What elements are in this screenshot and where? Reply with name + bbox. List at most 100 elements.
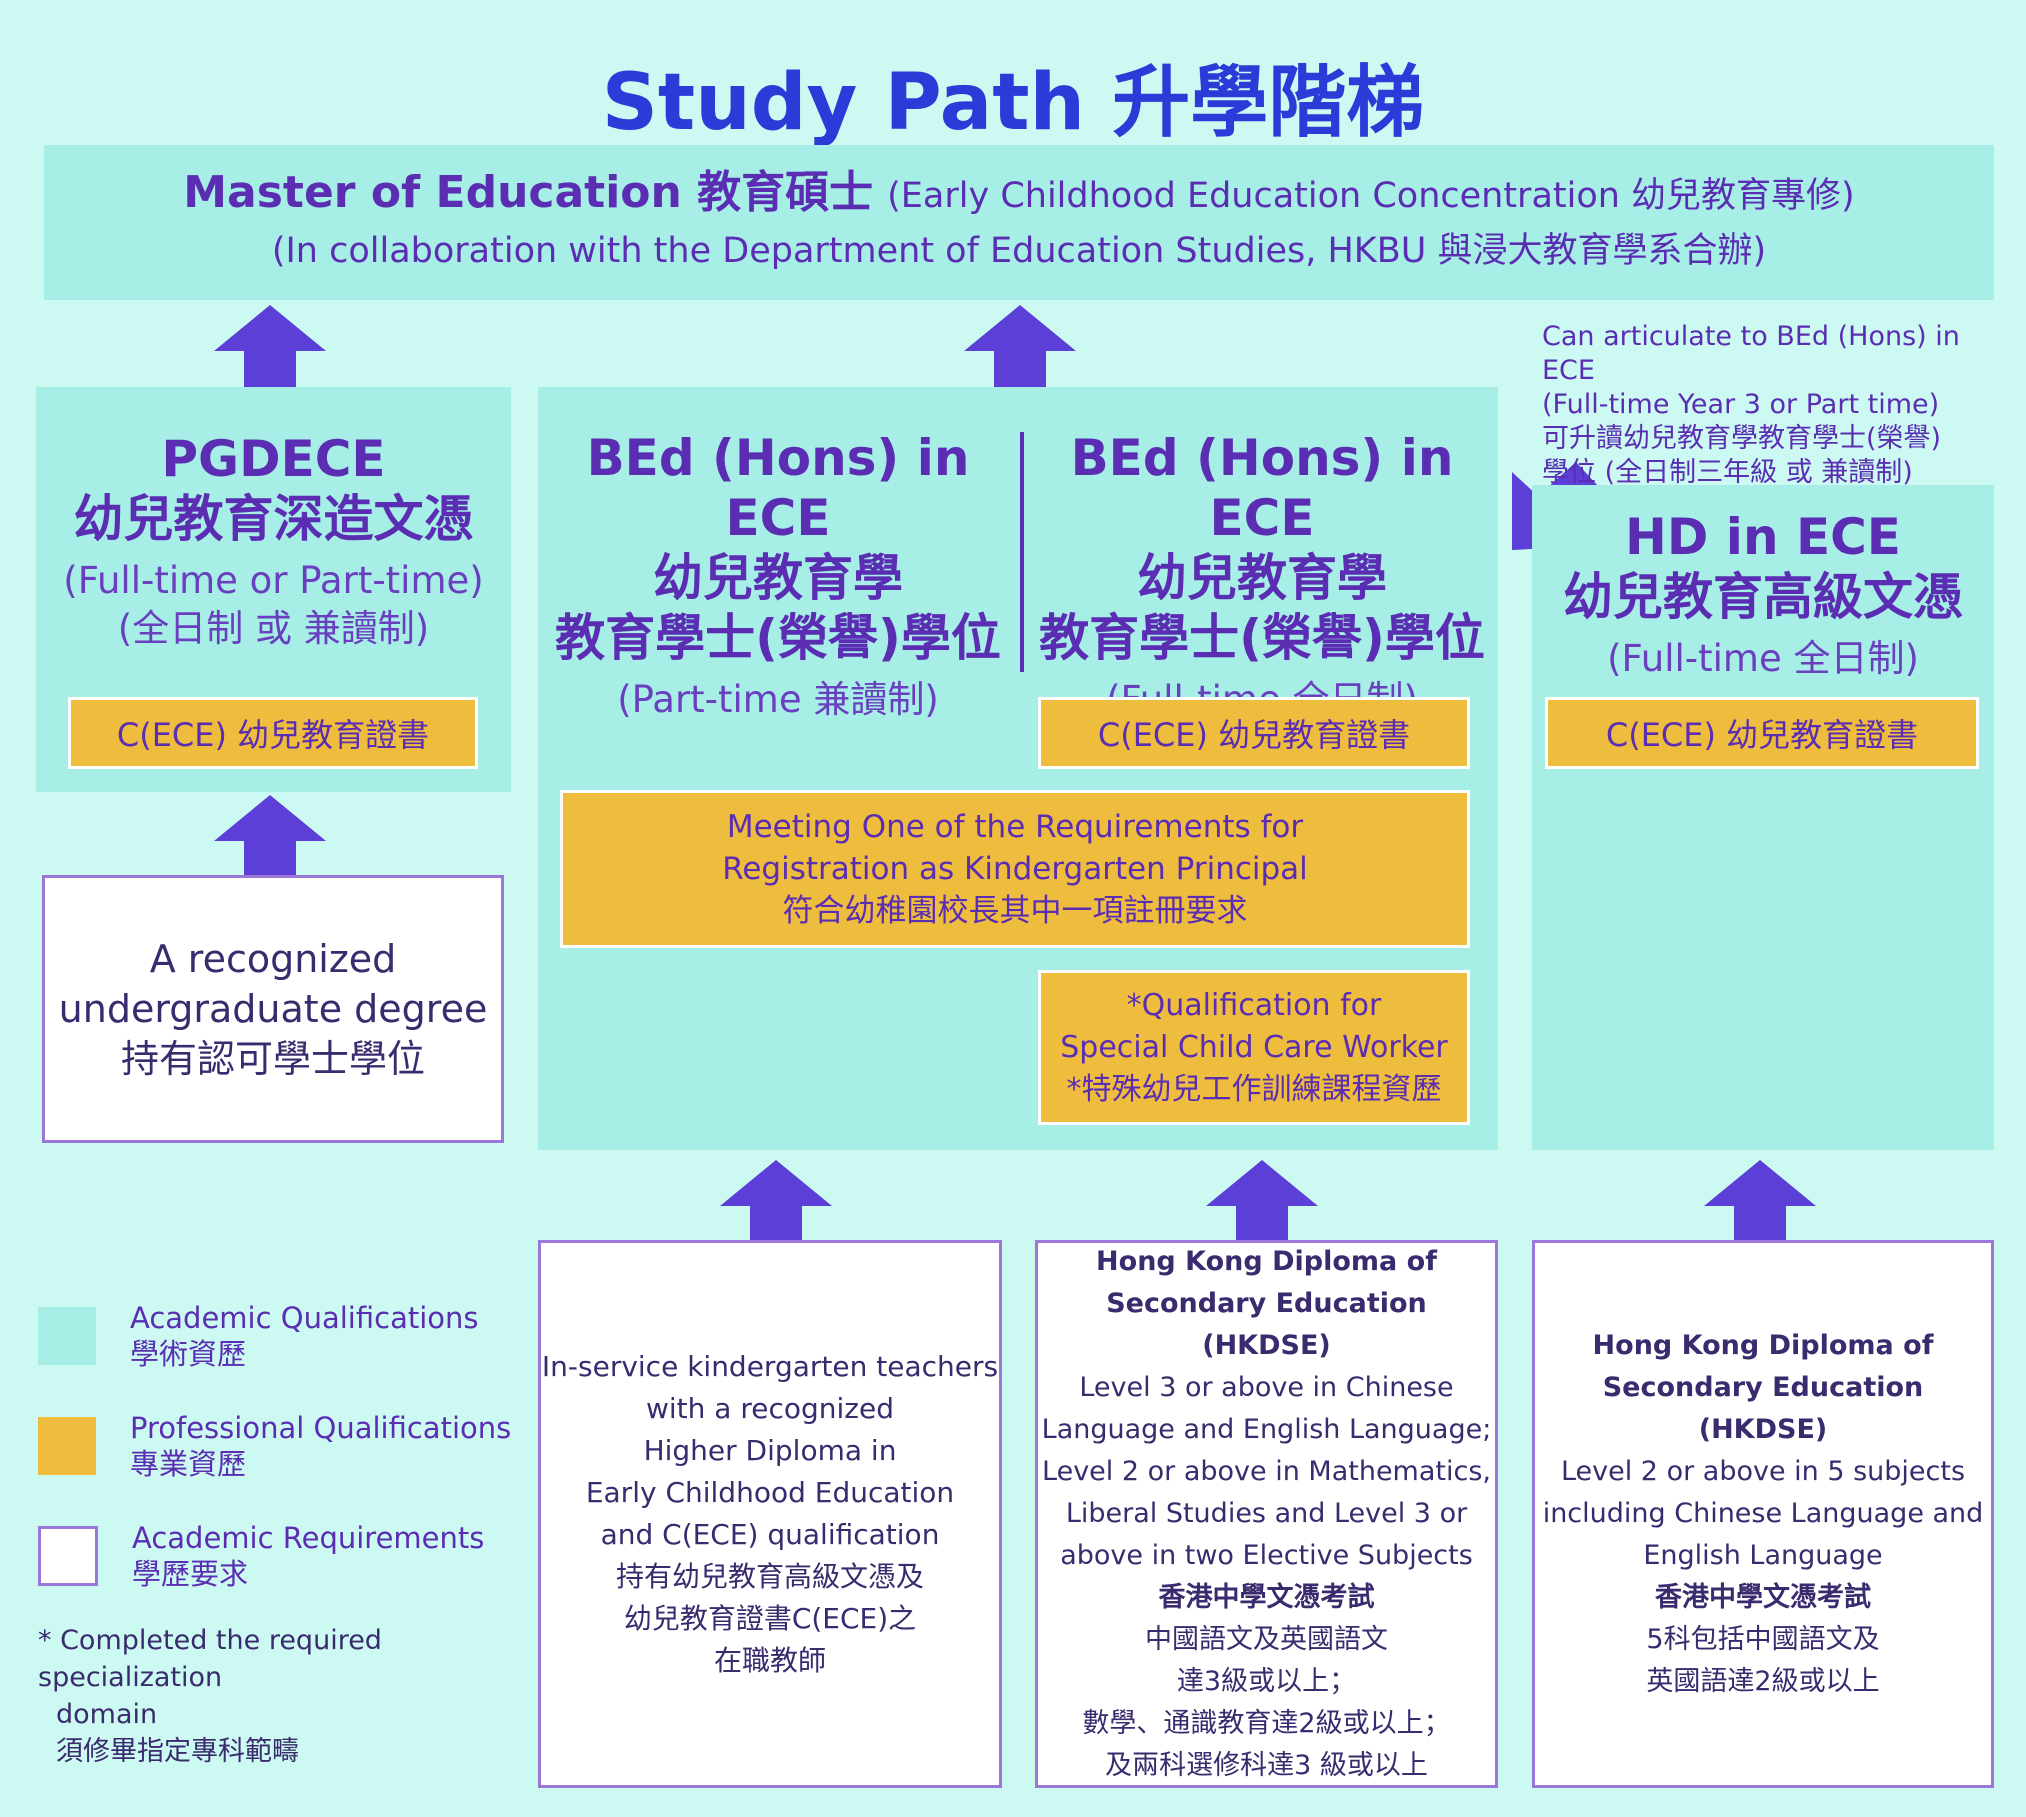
bed-ft-name: BEd (Hons) in ECE xyxy=(1070,429,1454,547)
special-line-2: Special Child Care Worker xyxy=(1060,1029,1448,1065)
hkdse-bed-en-line: Level 3 or above in Chinese xyxy=(1079,1372,1454,1403)
bed-ft-chinese-1: 幼兒教育學 xyxy=(1137,549,1387,607)
master-collaboration: (In collaboration with the Department of… xyxy=(271,231,1767,271)
inservice-line: In-service kindergarten teachers xyxy=(541,1350,999,1383)
hkdse-bed-en-line: Language and English Language; xyxy=(1041,1414,1492,1445)
legend-requirements: Academic Requirements 學歷要求 xyxy=(38,1520,528,1592)
principal-line-3: 符合幼稚園校長其中一項註冊要求 xyxy=(782,893,1248,929)
legend-academic-en: Academic Qualifications xyxy=(130,1301,479,1335)
hkdse-bed-title-line: Secondary Education (HKDSE) xyxy=(1106,1288,1427,1361)
legend-academic-swatch xyxy=(38,1307,96,1365)
bed-part-time-box: BEd (Hons) in ECE 幼兒教育學 教育學士(榮譽)學位 (Part… xyxy=(548,428,1008,724)
hd-name: HD in ECE xyxy=(1625,508,1901,566)
legend-academic-zh: 學術資歷 xyxy=(130,1337,247,1371)
hkdse-hd-en-line: Level 2 or above in 5 subjects xyxy=(1560,1456,1966,1487)
special-child-care-box: *Qualification for Special Child Care Wo… xyxy=(1038,970,1470,1125)
bed-divider xyxy=(1020,432,1024,672)
degree-line-2: undergraduate degree xyxy=(58,987,488,1031)
arrow-up-icon xyxy=(1704,1160,1816,1242)
legend-professional-en: Professional Qualifications xyxy=(130,1411,512,1445)
hkdse-hd-requirement-box: Hong Kong Diploma of Secondary Education … xyxy=(1532,1240,1994,1788)
note-line-2: domain xyxy=(56,1699,158,1730)
degree-requirement-box: A recognized undergraduate degree 持有認可學士… xyxy=(42,875,504,1143)
hkdse-hd-title-line: Secondary Education (HKDSE) xyxy=(1602,1372,1924,1445)
bed-pt-name: BEd (Hons) in ECE xyxy=(586,429,970,547)
master-name: Master of Education 教育碩士 xyxy=(183,167,874,218)
hkdse-hd-zh-line: 5科包括中國語文及 xyxy=(1646,1624,1880,1655)
hkdse-hd-en-line: English Language xyxy=(1643,1540,1883,1571)
hkdse-bed-requirement-box: Hong Kong Diploma of Secondary Education … xyxy=(1035,1240,1498,1788)
pgdece-box: PGDECE 幼兒教育深造文憑 (Full-time or Part-time)… xyxy=(36,387,511,792)
inservice-line: 在職教師 xyxy=(713,1644,826,1677)
arrow-up-icon xyxy=(214,305,326,387)
inservice-line: 幼兒教育證書C(ECE)之 xyxy=(623,1602,917,1635)
hd-chinese: 幼兒教育高級文憑 xyxy=(1563,568,1963,626)
inservice-line: Higher Diploma in xyxy=(643,1434,897,1467)
articulation-note: Can articulate to BEd (Hons) in ECE (Ful… xyxy=(1542,320,2012,490)
principal-line-2: Registration as Kindergarten Principal xyxy=(722,851,1308,887)
pgdece-mode-en: (Full-time or Part-time) xyxy=(63,559,484,602)
arrow-up-icon xyxy=(214,795,326,877)
legend-requirements-text: Academic Requirements 學歷要求 xyxy=(132,1520,484,1592)
bed-full-time-box: BEd (Hons) in ECE 幼兒教育學 教育學士(榮譽)學位 (Full… xyxy=(1032,428,1492,724)
inservice-requirement-box: In-service kindergarten teachers with a r… xyxy=(538,1240,1002,1788)
arrow-up-icon xyxy=(964,305,1076,387)
hkdse-bed-en-line: Liberal Studies and Level 3 or xyxy=(1065,1498,1468,1529)
master-line-1: Master of Education 教育碩士 (Early Childhoo… xyxy=(44,165,1994,224)
degree-line-1: A recognized xyxy=(149,937,397,981)
legend-academic-text: Academic Qualifications 學術資歷 xyxy=(130,1300,479,1372)
master-of-education-box: Master of Education 教育碩士 (Early Childhoo… xyxy=(44,145,1994,300)
note-line-1: * Completed the required specialization xyxy=(38,1625,382,1693)
pgdece-cert-badge: C(ECE) 幼兒教育證書 xyxy=(68,697,478,769)
articulate-line-1: Can articulate to BEd (Hons) in ECE xyxy=(1542,321,1960,386)
hkdse-hd-zh-line: 英國語達2級或以上 xyxy=(1646,1666,1880,1697)
hkdse-bed-en-line: above in two Elective Subjects xyxy=(1060,1540,1473,1571)
pgdece-chinese: 幼兒教育深造文憑 xyxy=(73,490,474,548)
hd-cert-badge: C(ECE) 幼兒教育證書 xyxy=(1545,697,1979,769)
page-title: Study Path 升學階梯 xyxy=(601,58,1425,148)
hkdse-bed-zh-line: 數學、通識教育達2級或以上； xyxy=(1082,1708,1451,1739)
hkdse-bed-title-zh-line: 香港中學文憑考試 xyxy=(1158,1582,1375,1613)
principal-requirement-box: Meeting One of the Requirements for Regi… xyxy=(560,790,1470,948)
bed-pt-chinese-1: 幼兒教育學 xyxy=(653,549,903,607)
hkdse-bed-zh-line: 及兩科選修科達3 級或以上 xyxy=(1105,1750,1428,1781)
master-concentration: (Early Childhood Education Concentration… xyxy=(887,176,1855,216)
hkdse-bed-title-line: Hong Kong Diploma of xyxy=(1096,1246,1437,1277)
hkdse-hd-title-zh-line: 香港中學文憑考試 xyxy=(1655,1582,1871,1613)
articulate-line-3: 可升讀幼兒教育學教育學士(榮譽) xyxy=(1542,423,1942,454)
degree-line-3: 持有認可學士學位 xyxy=(120,1037,425,1081)
legend: Academic Qualifications 學術資歷 Professiona… xyxy=(38,1300,528,1770)
hkdse-bed-en-line: Level 2 or above in Mathematics, xyxy=(1042,1456,1491,1487)
legend-professional-zh: 專業資歷 xyxy=(130,1447,247,1481)
articulate-line-2: (Full-time Year 3 or Part time) xyxy=(1542,389,1940,420)
inservice-line: 持有幼兒教育高級文憑及 xyxy=(615,1560,924,1593)
arrow-up-icon xyxy=(1206,1160,1318,1242)
inservice-line: with a recognized xyxy=(645,1392,894,1425)
legend-requirements-swatch xyxy=(38,1526,98,1586)
legend-academic: Academic Qualifications 學術資歷 xyxy=(38,1300,528,1372)
legend-requirements-zh: 學歷要求 xyxy=(132,1557,249,1591)
pgdece-mode-zh: (全日制 或 兼讀制) xyxy=(117,607,430,650)
inservice-line: Early Childhood Education xyxy=(585,1476,955,1509)
hd-box: HD in ECE 幼兒教育高級文憑 (Full-time 全日制) xyxy=(1532,485,1994,1150)
note-line-3: 須修畢指定專科範疇 xyxy=(56,1736,299,1767)
inservice-line: and C(ECE) qualification xyxy=(600,1518,940,1551)
special-line-1: *Qualification for xyxy=(1126,987,1382,1023)
bed-ft-cert-badge: C(ECE) 幼兒教育證書 xyxy=(1038,697,1470,769)
legend-professional-text: Professional Qualifications 專業資歷 xyxy=(130,1410,511,1482)
hkdse-bed-zh-line: 中國語文及英國語文 xyxy=(1145,1624,1388,1655)
hkdse-hd-title-line: Hong Kong Diploma of xyxy=(1592,1330,1934,1361)
hd-mode: (Full-time 全日制) xyxy=(1607,637,1919,680)
legend-professional-swatch xyxy=(38,1417,96,1475)
special-line-3: *特殊幼兒工作訓練課程資歷 xyxy=(1066,1071,1442,1107)
hkdse-hd-en-line: including Chinese Language and xyxy=(1542,1498,1984,1529)
pgdece-name: PGDECE xyxy=(161,430,386,488)
principal-line-1: Meeting One of the Requirements for xyxy=(726,809,1304,845)
bed-pt-chinese-2: 教育學士(榮譽)學位 xyxy=(555,609,1001,667)
bed-pt-mode: (Part-time 兼讀制) xyxy=(617,678,939,721)
legend-note: * Completed the required specialization … xyxy=(38,1622,528,1770)
bed-ft-chinese-2: 教育學士(榮譽)學位 xyxy=(1039,609,1485,667)
legend-requirements-en: Academic Requirements xyxy=(132,1521,485,1555)
arrow-up-icon xyxy=(720,1160,832,1242)
articulate-line-4: 學位 (全日制三年級 或 兼讀制) xyxy=(1542,457,1913,488)
